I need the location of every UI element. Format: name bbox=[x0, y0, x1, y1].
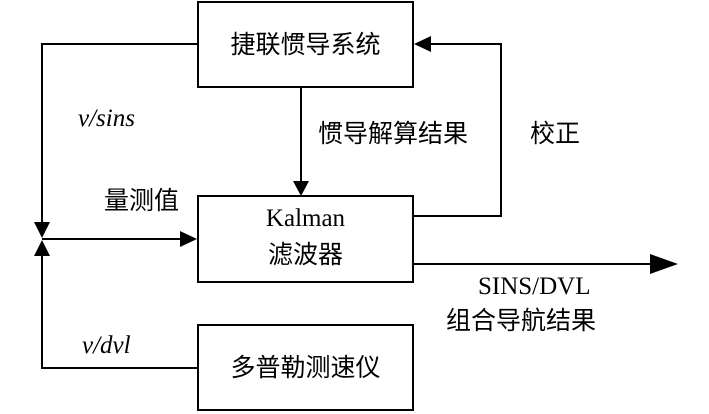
output-label-line2: 组合导航结果 bbox=[446, 306, 597, 335]
arrowhead-sins-to-kalman bbox=[293, 181, 309, 196]
arrowhead-output bbox=[650, 254, 678, 274]
kalman-box bbox=[197, 195, 414, 283]
correction-label: 校正 bbox=[530, 119, 581, 148]
v-sins-label: v/sins bbox=[78, 104, 135, 134]
edge-correction bbox=[413, 43, 502, 217]
arrowhead-measurement bbox=[180, 231, 197, 247]
arrowhead-correction bbox=[414, 36, 431, 52]
v-sins-v: v bbox=[78, 105, 90, 132]
v-dvl-rest: /dvl bbox=[93, 332, 131, 359]
dvl-box-label: 多普勒测速仪 bbox=[230, 353, 381, 382]
arrowhead-v-sins bbox=[34, 222, 50, 238]
kalman-box-label-line1: Kalman bbox=[265, 205, 346, 232]
v-sins-rest: /sins bbox=[89, 105, 135, 132]
sins-solution-label: 惯导解算结果 bbox=[318, 119, 469, 148]
sins-box bbox=[197, 1, 414, 88]
sins-box-label: 捷联惯导系统 bbox=[230, 30, 381, 59]
arrowhead-v-dvl bbox=[34, 240, 50, 256]
v-dvl-v: v bbox=[82, 332, 94, 359]
kalman-box-label-line2: 滤波器 bbox=[267, 240, 343, 269]
measurement-label: 量测值 bbox=[104, 186, 180, 215]
edge-v-sins bbox=[41, 43, 198, 222]
output-label-line1: SINS/DVL bbox=[478, 273, 591, 300]
dvl-box bbox=[197, 324, 414, 411]
edge-v-dvl bbox=[41, 256, 198, 369]
v-dvl-label: v/dvl bbox=[82, 331, 131, 361]
